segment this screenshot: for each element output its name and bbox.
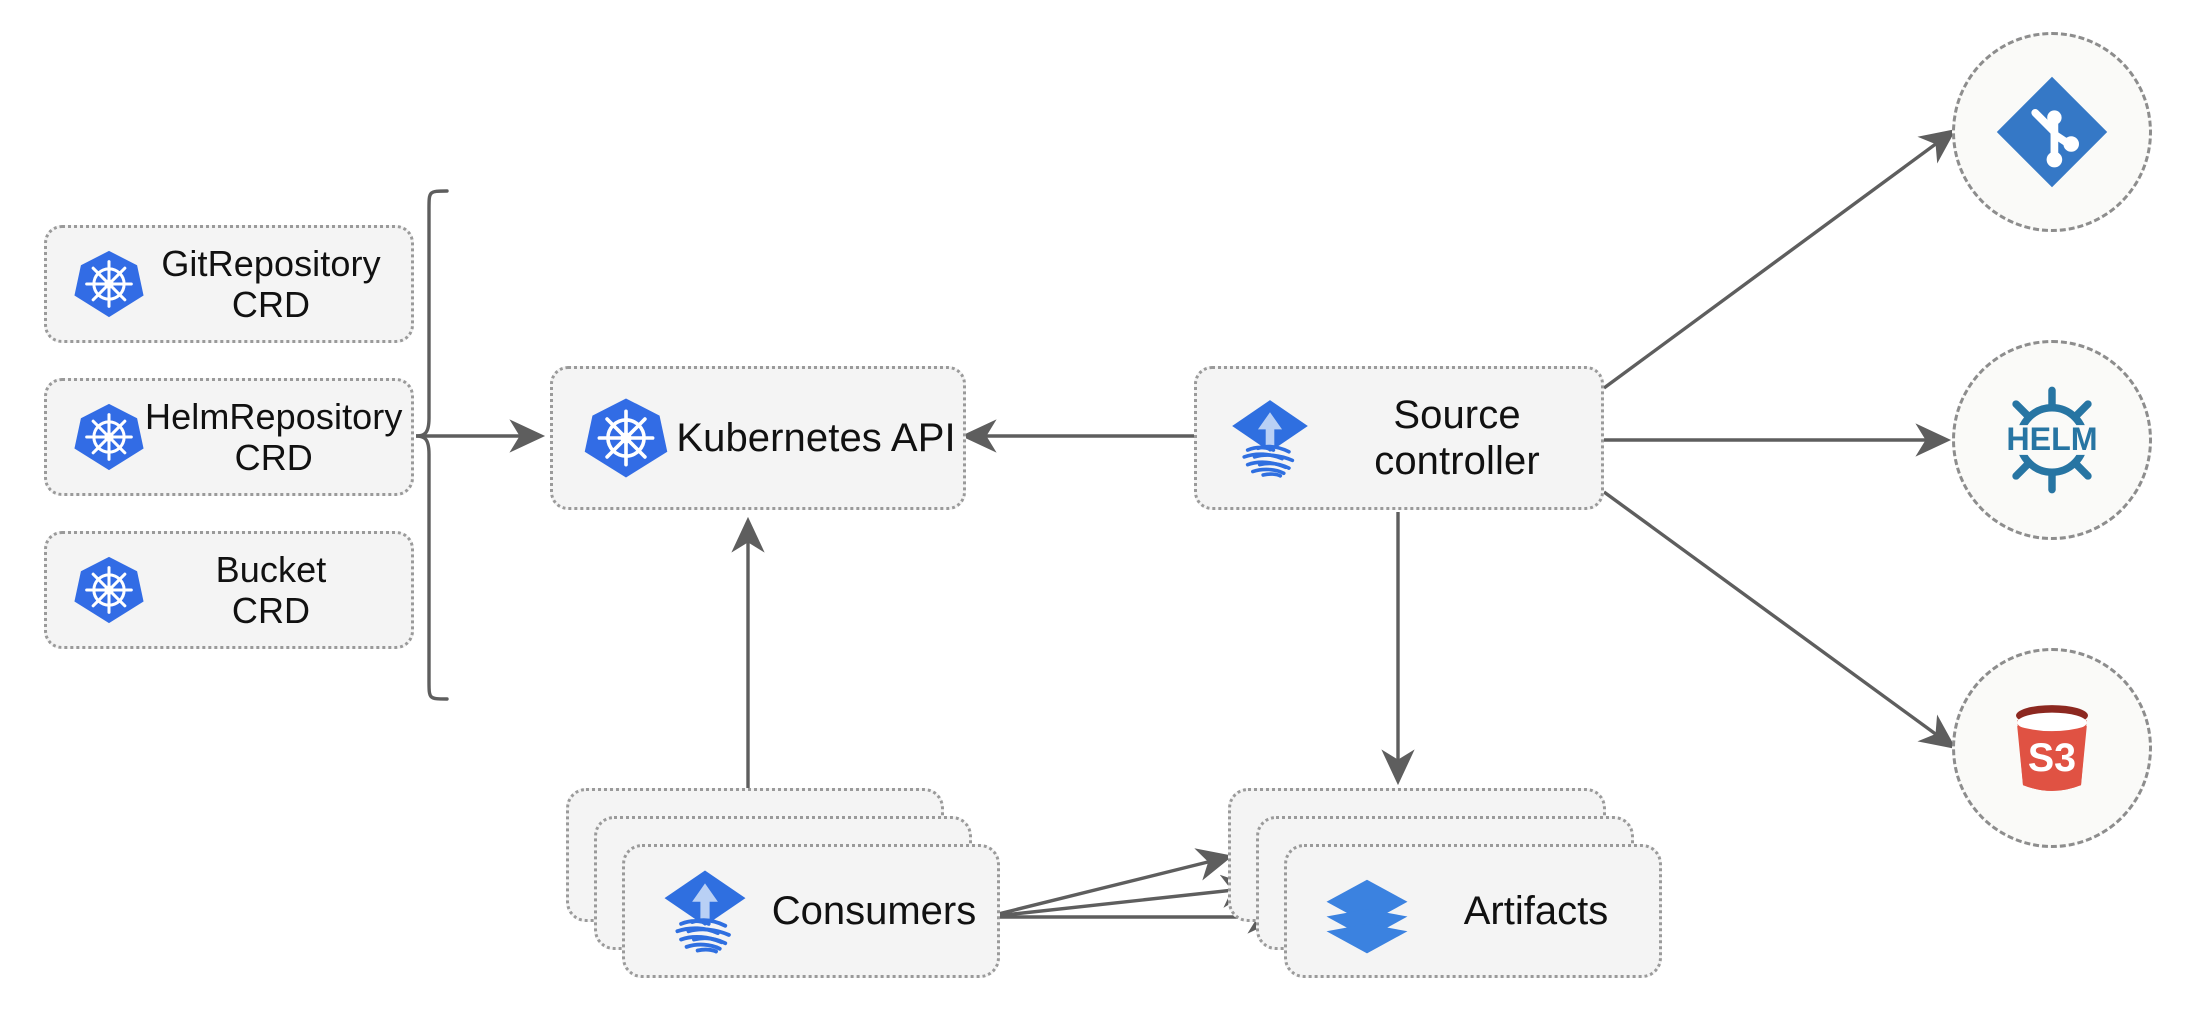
node-label: Artifacts — [1463, 888, 1609, 933]
node-label: Kubernetes API — [676, 416, 956, 460]
kubernetes-icon — [73, 401, 145, 473]
edge-source-to-git — [1602, 128, 1957, 390]
node-s3-source[interactable]: S3 — [1952, 648, 2152, 848]
node-artifacts[interactable]: Artifacts — [1228, 788, 1662, 978]
edge-source-to-s3 — [1602, 490, 1957, 750]
s3-wordmark: S3 — [2028, 736, 2076, 780]
node-label: Source controller — [1374, 393, 1540, 483]
layers-icon — [1321, 865, 1413, 957]
stack-sheet-front[interactable]: Artifacts — [1284, 844, 1662, 978]
helm-wordmark: HELM — [2006, 421, 2097, 457]
node-kubernetes-api[interactable]: Kubernetes API — [550, 366, 966, 510]
kubernetes-icon — [583, 395, 669, 481]
git-icon — [1992, 72, 2112, 192]
crd-group-bracket — [415, 189, 449, 701]
node-helmrepository-crd[interactable]: HelmRepository CRD — [44, 378, 414, 496]
node-bucket-crd[interactable]: Bucket CRD — [44, 531, 414, 649]
flux-icon — [659, 865, 751, 957]
node-label: Consumers — [771, 888, 977, 933]
helm-icon: HELM — [1990, 378, 2114, 502]
s3-bucket-icon: S3 — [1994, 690, 2110, 806]
node-helm-source[interactable]: HELM — [1952, 340, 2152, 540]
edge-consumers-to-artifacts-1 — [985, 848, 1233, 919]
node-source-controller[interactable]: Source controller — [1194, 366, 1604, 510]
edge-consumers-to-artifacts-2 — [985, 874, 1258, 919]
node-consumers[interactable]: Consumers — [566, 788, 1000, 978]
node-gitrepository-crd[interactable]: GitRepository CRD — [44, 225, 414, 343]
kubernetes-icon — [73, 554, 145, 626]
node-label: Bucket CRD — [215, 548, 327, 631]
kubernetes-icon — [73, 248, 145, 320]
node-label: GitRepository CRD — [161, 242, 381, 325]
flux-icon — [1227, 395, 1313, 481]
node-git-source[interactable] — [1952, 32, 2152, 232]
stack-sheet-front[interactable]: Consumers — [622, 844, 1000, 978]
node-label: HelmRepository CRD — [145, 395, 403, 478]
